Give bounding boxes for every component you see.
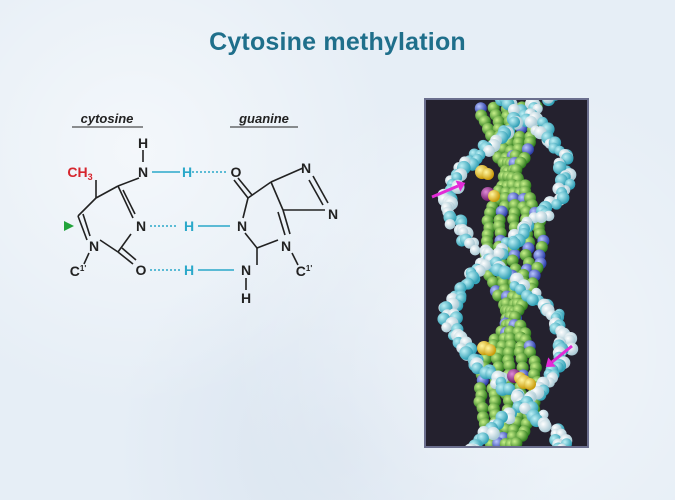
guanine-bonds (233, 167, 329, 290)
methyl-pointer-arrowhead-icon (545, 357, 556, 367)
methylation-site-arrow-icon (64, 221, 74, 231)
hbond-h-bottom: H (184, 262, 194, 278)
helix-atom (508, 116, 520, 128)
helix-atom (492, 289, 505, 302)
helix-atom (441, 322, 452, 333)
helix-atom (469, 244, 481, 256)
guanine-ring-n9: N (328, 206, 338, 222)
dna-helix-model (431, 100, 579, 446)
methyl-pointer-arrow-icon (551, 344, 573, 364)
guanine-amino-n: N (241, 262, 251, 278)
hbond-h-middle: H (184, 218, 194, 234)
methyl-pointer-arrowhead-icon (455, 180, 466, 192)
helix-atom (524, 346, 536, 359)
helix-atom (444, 219, 456, 230)
guanine-ring-n7: N (301, 160, 311, 176)
cytosine-bonds (77, 150, 144, 265)
helix-atom (538, 419, 552, 433)
cytosine-ring-n3: N (136, 218, 146, 234)
guanine-amino-h: H (241, 290, 251, 306)
hydrogen-bonds (150, 171, 234, 271)
helix-atom (510, 437, 523, 446)
guanine-ring-n1: N (237, 218, 247, 234)
cytosine-ring-n1: N (89, 238, 99, 254)
helix-atom (557, 443, 567, 446)
guanine-carbonyl-o: O (231, 164, 242, 180)
cytosine-amino-h: H (138, 135, 148, 151)
cytosine-amino-n: N (138, 164, 148, 180)
helix-atom (565, 342, 579, 356)
cytosine-c1-prime: C1' (70, 263, 87, 279)
helix-atom (476, 402, 489, 414)
helix-atom (502, 382, 516, 395)
helix-atom (507, 237, 521, 251)
helix-atom (515, 352, 528, 365)
helix-atom (482, 168, 494, 180)
hbond-h-top: H (182, 164, 192, 180)
helix-atom (483, 144, 495, 157)
helix-atom (524, 378, 536, 390)
dna-helix-image (424, 98, 589, 448)
helix-atom (551, 199, 562, 210)
helix-atom (486, 426, 500, 441)
guanine-c1-prime: C1' (296, 263, 313, 279)
helix-atom (465, 443, 477, 446)
cytosine-carbonyl-o: O (136, 262, 147, 278)
guanine-ring-n3: N (281, 238, 291, 254)
helix-atom (519, 402, 531, 415)
helix-atom (492, 247, 505, 260)
helix-atom (488, 190, 500, 202)
page-title: Cytosine methylation (209, 28, 466, 56)
cytosine-label: cytosine (81, 111, 134, 126)
helix-atom (484, 344, 496, 356)
helix-atom (524, 115, 538, 129)
helix-atom (503, 359, 516, 372)
guanine-label: guanine (238, 111, 289, 126)
methyl-group-label: CH3 (67, 164, 92, 182)
helix-atom (498, 265, 512, 280)
methyl-pointer-arrow-icon (431, 184, 459, 199)
helix-atom (543, 100, 554, 104)
helix-atom (535, 211, 548, 224)
helix-atom (526, 293, 539, 306)
